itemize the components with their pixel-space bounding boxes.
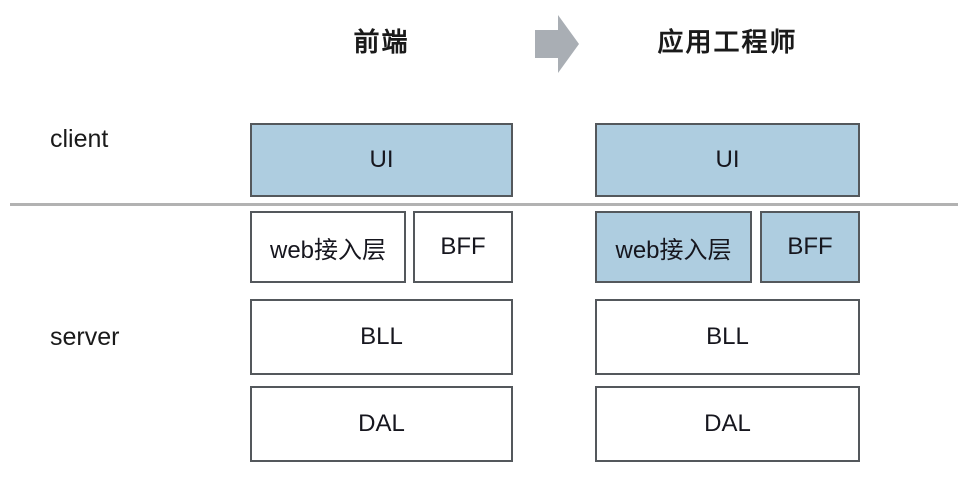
column-title-frontend: 前端 — [353, 27, 410, 57]
frontend-bff-box: BFF — [413, 211, 513, 283]
app-engineer-dal-box: DAL — [595, 386, 860, 462]
frontend-bll-box: BLL — [250, 299, 513, 375]
app-engineer-ui-box: UI — [595, 123, 860, 197]
frontend-dal-box: DAL — [250, 386, 513, 462]
server-row-label: server — [50, 323, 120, 351]
client-server-divider — [10, 203, 958, 206]
right-block-arrow-icon — [535, 15, 579, 73]
app-engineer-bll-box: BLL — [595, 299, 860, 375]
client-row-label: client — [50, 125, 109, 153]
app-engineer-bff-box: BFF — [760, 211, 860, 283]
column-title-app-engineer: 应用工程师 — [657, 27, 798, 57]
frontend-ui-box: UI — [250, 123, 513, 197]
frontend-web-access-box: web接入层 — [250, 211, 406, 283]
app-engineer-web-access-box: web接入层 — [595, 211, 752, 283]
